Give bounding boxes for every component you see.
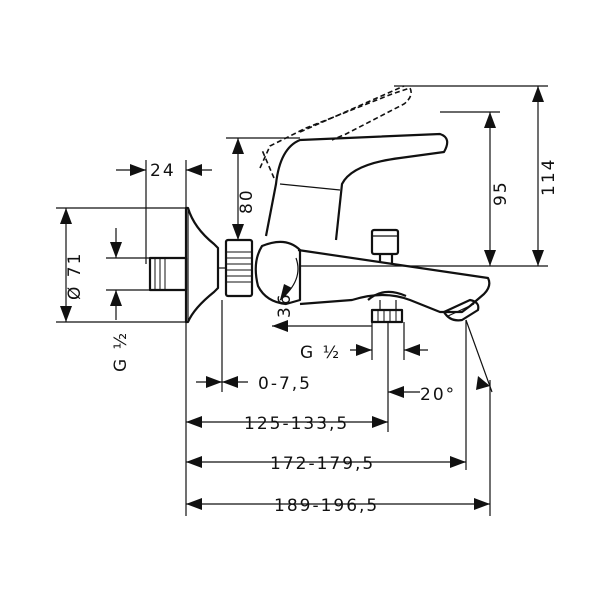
s-union (224, 238, 254, 298)
label-20-deg: 20° (420, 385, 456, 405)
lever-open-position (259, 87, 412, 169)
label-dia-71: Ø 71 (65, 252, 85, 300)
label-114: 114 (539, 158, 559, 196)
inlet-nut (148, 256, 188, 292)
label-36: 36 (275, 292, 295, 318)
label-0-7-5: 0-7,5 (258, 374, 312, 394)
label-80: 80 (237, 188, 257, 214)
arrowheads (60, 86, 544, 510)
diverter-outlet (367, 290, 407, 301)
label-24: 24 (150, 161, 176, 181)
label-125: 125-133,5 (244, 414, 349, 434)
wall-flange (184, 206, 220, 324)
lever-seam (279, 183, 341, 191)
label-189: 189-196,5 (274, 496, 379, 516)
label-g-left: G ½ (111, 331, 131, 372)
aerator-tip (442, 298, 480, 322)
union-thread-hatch (226, 251, 252, 283)
lever-handle (264, 132, 449, 241)
aerator-line (447, 303, 475, 317)
diverter-knob (370, 228, 400, 256)
label-g-spout: G ½ (300, 343, 341, 363)
label-172: 172-179,5 (270, 454, 375, 474)
inlet-thread-hatch (154, 258, 166, 290)
label-95: 95 (491, 180, 511, 206)
mixer-body (254, 240, 302, 306)
diverter-nut (370, 308, 404, 324)
dimension-lines (56, 85, 548, 516)
spout (297, 248, 491, 314)
